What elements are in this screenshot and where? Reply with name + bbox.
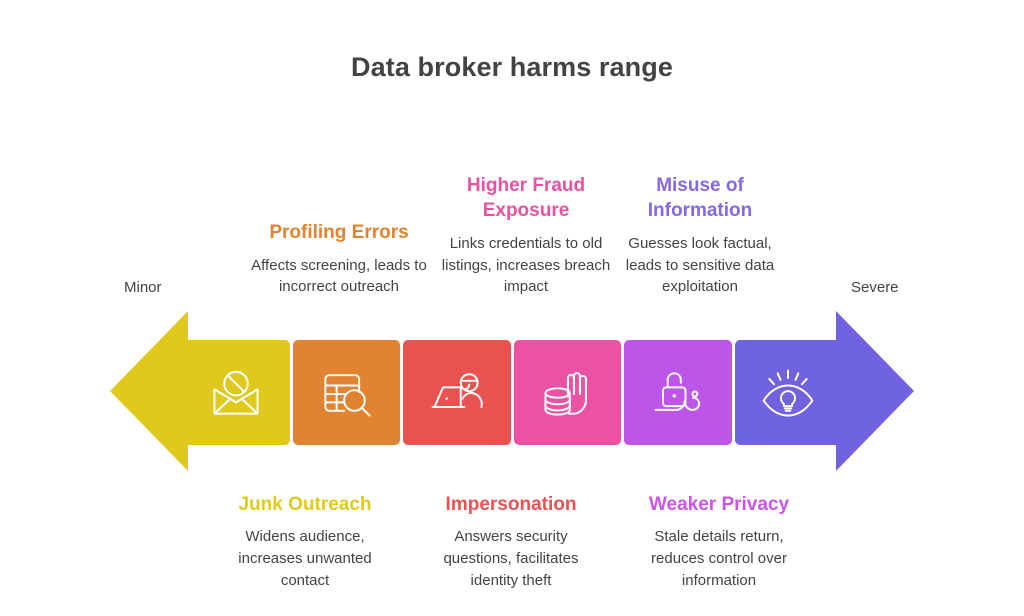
callout-description: Guesses look factual, leads to sensitive… (625, 234, 775, 296)
callout-description: Links credentials to old listings, incre… (441, 234, 611, 296)
scale-label-severe: Severe (851, 279, 899, 296)
callout-description: Affects screening, leads to incorrect ou… (251, 256, 427, 296)
harm-tile-junk-outreach[interactable] (182, 340, 290, 445)
callout-description: Answers security questions, facilitates … (443, 528, 579, 589)
callout-title: Profiling Errors (269, 222, 409, 244)
harm-tile-fraud[interactable] (513, 340, 621, 445)
eye-lightbulb-icon (762, 369, 814, 416)
table-search-icon (324, 373, 371, 416)
unlocked-padlock-icon (654, 371, 700, 411)
callout-title: Junk Outreach (238, 494, 372, 515)
callout-title: Misuse of Information (647, 175, 753, 222)
hand-coins-icon (544, 371, 588, 416)
arrow-left-icon (110, 311, 188, 471)
harm-tile-impersonation[interactable] (403, 340, 511, 445)
callout-impersonation: Impersonation Answers security questions… (423, 492, 599, 592)
callout-higher-fraud-exposure: Higher Fraud Exposure Links credentials … (438, 173, 614, 298)
blocked-envelope-icon (213, 370, 259, 415)
scale-label-minor: Minor (124, 279, 162, 296)
harm-tile-profiling[interactable] (292, 340, 400, 445)
callout-description: Stale details return, reduces control ov… (651, 528, 787, 589)
harm-tile-weaker-privacy[interactable] (624, 340, 732, 445)
harm-tile-misuse[interactable] (734, 340, 842, 445)
callout-weaker-privacy: Weaker Privacy Stale details return, red… (631, 492, 807, 592)
callout-misuse-of-information: Misuse of Information Guesses look factu… (612, 173, 788, 298)
callout-junk-outreach: Junk Outreach Widens audience, increases… (217, 492, 393, 592)
callout-title: Weaker Privacy (648, 494, 790, 515)
callout-description: Widens audience, increases unwanted cont… (238, 528, 372, 589)
callout-profiling-errors: Profiling Errors Affects screening, lead… (251, 220, 427, 298)
person-laptop-icon (431, 372, 483, 408)
page-title: Data broker harms range (351, 52, 673, 82)
callout-title: Higher Fraud Exposure (466, 175, 586, 222)
arrow-right-icon (836, 311, 914, 471)
callout-title: Impersonation (445, 494, 577, 515)
harm-tile-strip (182, 340, 842, 445)
